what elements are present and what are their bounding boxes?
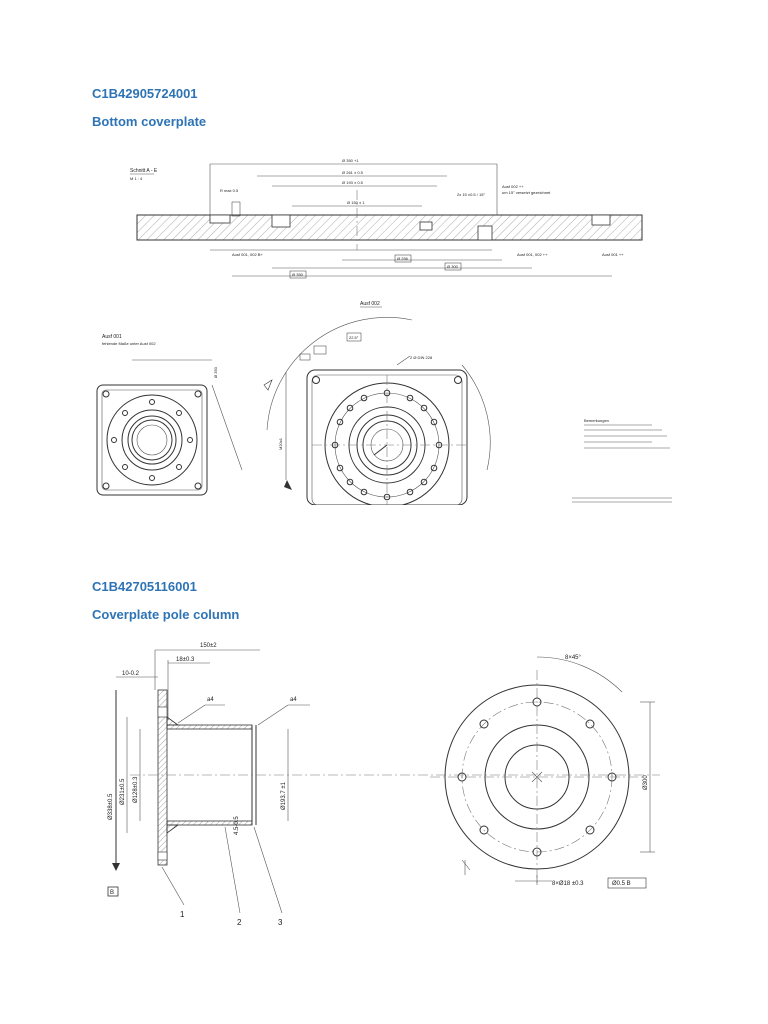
tube-top-wall — [166, 724, 253, 730]
part1-code: C1B42905724001 — [92, 86, 198, 101]
callout-2: 2 — [237, 918, 242, 927]
svg-text:Ø 350 +1: Ø 350 +1 — [342, 158, 359, 163]
dim-flange-offset: 18±0.3 — [176, 657, 195, 663]
flange-plate — [157, 689, 168, 866]
callout-3: 3 — [278, 918, 283, 927]
svg-text:Ø 350: Ø 350 — [213, 366, 218, 378]
dim-pcd: Ø300 — [643, 775, 649, 790]
callout-1: 1 — [180, 910, 185, 919]
dim-tube-d: Ø193.7 ±1 — [281, 781, 287, 810]
dim-angle: 8×45° — [565, 655, 582, 661]
weld-b: a4 — [290, 697, 297, 703]
dim-d-mid: Ø231±0.5 — [120, 778, 126, 805]
dim-wall: 4.5-0.5 — [234, 816, 240, 835]
svg-text:Ø 350: Ø 350 — [292, 272, 304, 277]
part1-title: Bottom coverplate — [92, 114, 207, 129]
svg-text:2x 15 ±0.5 / 15°: 2x 15 ±0.5 / 15° — [457, 192, 485, 197]
svg-text:Ausf 001, 002 ++: Ausf 001, 002 ++ — [517, 252, 548, 257]
weld-a: a4 — [207, 697, 214, 703]
svg-text:Ausf 001 ++: Ausf 001 ++ — [602, 252, 624, 257]
dim-d-inner: Ø128±0.3 — [133, 776, 139, 803]
svg-text:2 Ø DIN 228: 2 Ø DIN 228 — [410, 355, 433, 360]
part2-title: Coverplate pole column — [92, 607, 240, 622]
dim-tol: Ø0.5 B — [612, 881, 631, 887]
section-label: Schnitt A - E — [130, 168, 158, 174]
dim-overall-length: 150±2 — [200, 643, 217, 649]
pole-column-drawing: 150±2 18±0.3 10-0.2 Ø338±0.5 Ø231±0.5 Ø1… — [107, 643, 660, 927]
dim-d-outer: Ø338±0.5 — [108, 793, 114, 820]
svg-text:M 1 : 4: M 1 : 4 — [130, 176, 143, 181]
svg-text:22.5°: 22.5° — [349, 335, 359, 340]
svg-text:Ø 261 ± 0.5: Ø 261 ± 0.5 — [342, 170, 364, 175]
datum-label: B — [110, 890, 114, 896]
variant-left-label: Ausf 001 — [102, 334, 122, 340]
bolt-holes — [457, 697, 617, 857]
bottom-coverplate-drawing: Schnitt A - E M 1 : 4 Ø 350 +1 Ø 261 ± 0… — [96, 158, 672, 505]
svg-text:Ausf 002 ++: Ausf 002 ++ — [502, 184, 524, 189]
svg-text:Ø 256: Ø 256 — [397, 256, 409, 261]
part2-code: C1B42705116001 — [92, 579, 197, 594]
variant-top-label: Ausf 002 — [360, 301, 380, 307]
svg-text:Ausf 001, 002 B+: Ausf 001, 002 B+ — [232, 252, 263, 257]
dim-flange-thick: 10-0.2 — [122, 671, 140, 677]
variant-left-note: fehlende Maße unter Ausf 002 — [102, 341, 156, 346]
svg-text:Ø 150 ± 1: Ø 150 ± 1 — [347, 200, 365, 205]
svg-text:R max 0.5: R max 0.5 — [220, 188, 239, 193]
svg-text:Ø 300: Ø 300 — [447, 264, 459, 269]
dim-holes: 8×Ø18 ±0.3 — [552, 881, 584, 887]
svg-text:Ø 193 ± 0.5: Ø 193 ± 0.5 — [342, 180, 364, 185]
svg-text:um 15° versetzt gezeichnet: um 15° versetzt gezeichnet — [502, 190, 551, 195]
notes-heading: Bemerkungen — [584, 418, 609, 423]
svg-text:M20x1: M20x1 — [278, 437, 283, 450]
